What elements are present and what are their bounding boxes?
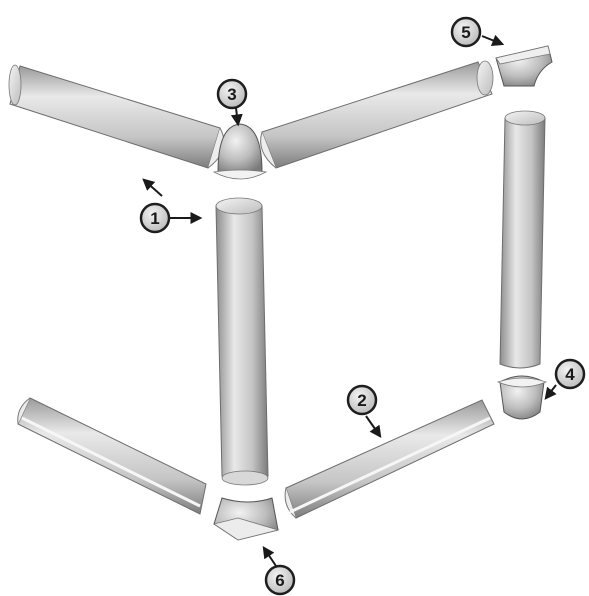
arrow-6 <box>264 548 276 566</box>
cove-straight-bottom-left <box>18 398 206 514</box>
arrow-5 <box>482 36 502 44</box>
callout-5: 5 <box>452 18 480 46</box>
cove-straight-vertical-center <box>216 198 268 485</box>
callout-1: 1 <box>141 204 169 232</box>
inside-corner-bottom <box>214 498 278 540</box>
callout-3-label: 3 <box>227 85 236 104</box>
callout-2: 2 <box>348 386 376 414</box>
cove-straight-top-left <box>9 65 224 168</box>
inside-corner-top-right <box>496 46 552 86</box>
arrow-2 <box>366 416 380 436</box>
cove-straight-vertical-right <box>500 111 545 368</box>
callout-1-label: 1 <box>150 209 159 228</box>
callout-4: 4 <box>556 360 584 388</box>
cove-straight-bottom-right <box>285 400 494 518</box>
callout-3: 3 <box>218 80 246 108</box>
callout-6: 6 <box>266 566 294 594</box>
callout-2-label: 2 <box>357 391 366 410</box>
arrow-3 <box>236 108 238 124</box>
arrow-1-up <box>144 180 162 196</box>
corner-cup-right <box>498 376 546 419</box>
cove-straight-top-right <box>261 61 493 168</box>
callout-5-label: 5 <box>461 23 470 42</box>
callout-4-label: 4 <box>565 365 575 384</box>
arrow-4 <box>546 385 556 398</box>
callout-6-label: 6 <box>275 571 284 590</box>
